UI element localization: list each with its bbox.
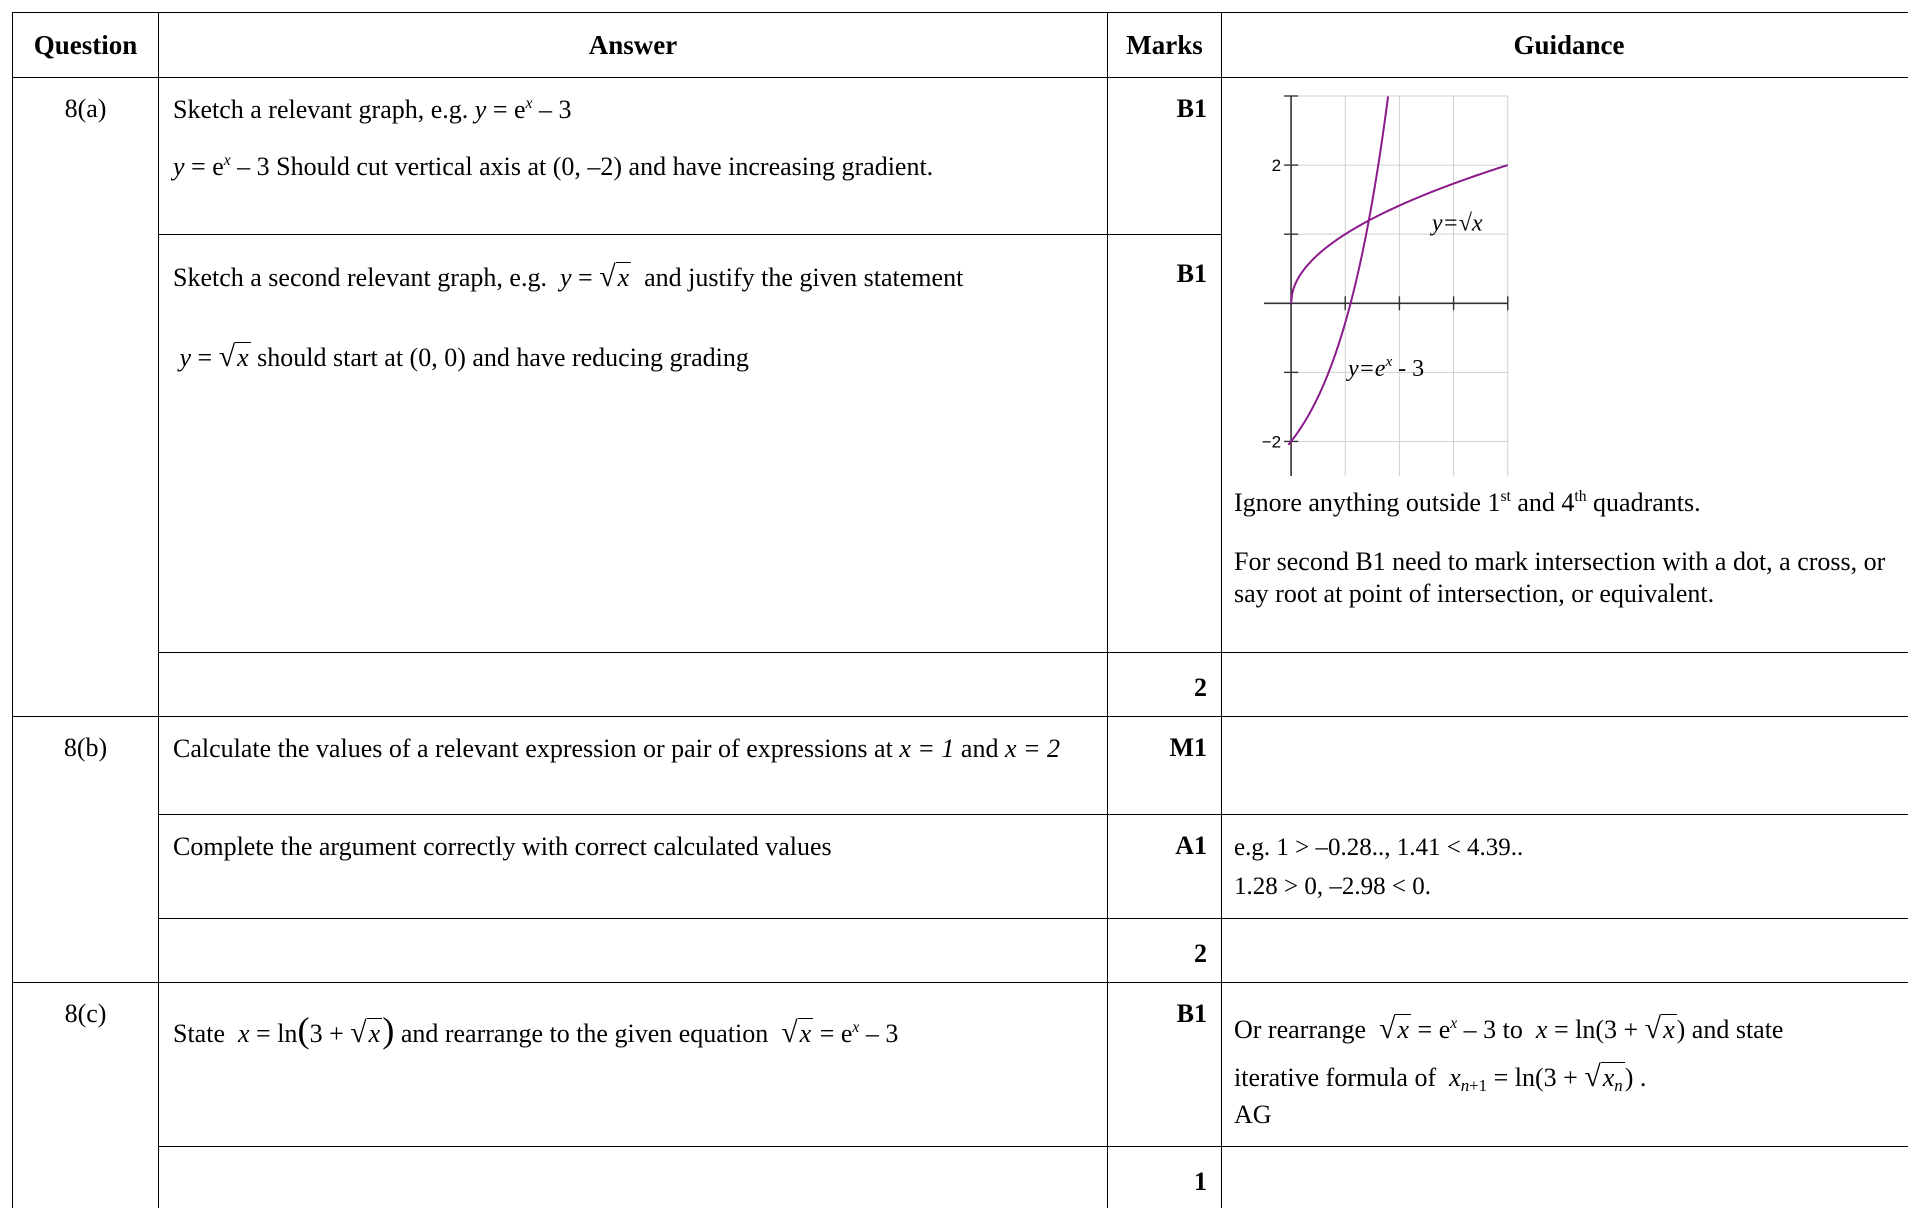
guidance-8a: 2 −2 y=√x y=ex - 3 Ignore anything outsi… xyxy=(1221,77,1908,653)
curve-label-exp: y=ex - 3 xyxy=(1346,354,1424,382)
question-cell-8c-total xyxy=(12,1146,159,1208)
row-8c-1: 8(c) State x = ln(3 + √x) and rearrange … xyxy=(12,982,1908,1147)
question-number-8a: 8(a) xyxy=(12,77,159,235)
question-number-8c: 8(c) xyxy=(12,982,159,1147)
sketch-graph-svg: 2 −2 y=√x y=ex - 3 xyxy=(1262,95,1509,476)
sketch-graph: 2 −2 y=√x y=ex - 3 xyxy=(1234,86,1554,481)
curve-sqrt-x xyxy=(1290,164,1509,304)
mark-8b-1: M1 xyxy=(1107,716,1222,815)
guidance-8b-line2: 1.28 > 0, –2.98 < 0. xyxy=(1234,872,1431,900)
mark-8c-1: B1 xyxy=(1107,982,1222,1147)
guidance-8a-total xyxy=(1221,652,1908,717)
question-cell-8a-cont xyxy=(12,234,159,653)
question-cell-8b-cont xyxy=(12,814,159,919)
row-8b-total: 2 xyxy=(12,918,1908,983)
guidance-8b-2: e.g. 1 > –0.28.., 1.41 < 4.39.. 1.28 > 0… xyxy=(1221,814,1908,919)
header-question: Question xyxy=(12,12,159,78)
mark-scheme-table: Question Answer Marks Guidance 8(a) Sket… xyxy=(12,12,1908,1208)
row-8a-total: 2 xyxy=(12,652,1908,717)
answer-8a-1-line2: Should cut vertical axis at (0, –2) and … xyxy=(276,152,934,182)
row-8b-1: 8(b) Calculate the values of a relevant … xyxy=(12,716,1908,815)
question-number-8b: 8(b) xyxy=(12,716,159,815)
mark-scheme-page: Question Answer Marks Guidance 8(a) Sket… xyxy=(12,12,1908,1208)
total-8a: 2 xyxy=(1107,652,1222,717)
answer-8a-2-line2: should start at (0, 0) and have reducing… xyxy=(257,342,749,372)
answer-8a-total xyxy=(158,652,1108,717)
row-8a-2: Sketch a second relevant graph, e.g. y =… xyxy=(12,234,1908,653)
guidance-8c-1: Or rearrange √x = ex – 3 to x = ln(3 + √… xyxy=(1221,982,1908,1147)
guidance-8b-total xyxy=(1221,918,1908,983)
answer-8a-2-line1-post: and justify the given statement xyxy=(644,263,964,292)
question-cell-8a-total xyxy=(12,652,159,717)
axes xyxy=(1264,95,1509,476)
guidance-8c-line1: Or rearrange √x = ex – 3 to x = ln(3 + √… xyxy=(1234,1012,1784,1045)
answer-8c-1: State x = ln(3 + √x) and rearrange to th… xyxy=(158,982,1108,1147)
answer-8a-2: Sketch a second relevant graph, e.g. y =… xyxy=(158,234,1108,653)
answer-8c-total xyxy=(158,1146,1108,1208)
question-cell-8b-total xyxy=(12,918,159,983)
answer-8a-1-line1: Sketch a relevant graph, e.g. xyxy=(173,95,469,124)
guidance-8c-total xyxy=(1221,1146,1908,1208)
row-8a-1: 8(a) Sketch a relevant graph, e.g. y = e… xyxy=(12,77,1908,653)
mark-8a-2: B1 xyxy=(1107,234,1222,653)
answer-8b-2: Complete the argument correctly with cor… xyxy=(158,814,1108,919)
mark-8b-2: A1 xyxy=(1107,814,1222,919)
row-8c-total: 1 xyxy=(12,1146,1908,1208)
row-8b-2: Complete the argument correctly with cor… xyxy=(12,814,1908,919)
answer-8a-1: Sketch a relevant graph, e.g. y = ex – 3… xyxy=(158,77,1108,235)
total-8b: 2 xyxy=(1107,918,1222,983)
answer-8b-1: Calculate the values of a relevant expre… xyxy=(158,716,1108,815)
mark-8a-1: B1 xyxy=(1107,77,1222,235)
header-marks: Marks xyxy=(1107,12,1222,78)
guidance-8b-1 xyxy=(1221,716,1908,815)
y-tick-label-minus-2: −2 xyxy=(1262,432,1281,451)
guidance-8c-ag: AG xyxy=(1234,1099,1272,1129)
header-row: Question Answer Marks Guidance xyxy=(12,12,1908,78)
guidance-8c-line2: iterative formula of xn+1 = ln(3 + √xn) … xyxy=(1234,1059,1647,1095)
answer-8b-total xyxy=(158,918,1108,983)
guidance-8b-line1: e.g. 1 > –0.28.., 1.41 < 4.39.. xyxy=(1234,834,1524,861)
total-8c: 1 xyxy=(1107,1146,1222,1208)
answer-8a-2-line1-pre: Sketch a second relevant graph, e.g. xyxy=(173,263,547,292)
header-guidance: Guidance xyxy=(1221,12,1908,78)
curve-exp-x-minus-3 xyxy=(1287,96,1390,446)
grid xyxy=(1290,95,1509,476)
header-answer: Answer xyxy=(158,12,1108,78)
curves xyxy=(1287,96,1509,446)
guidance-8a-intersection: For second B1 need to mark intersection … xyxy=(1234,546,1886,609)
guidance-8a-quadrants: Ignore anything outside 1st and 4th quad… xyxy=(1234,487,1701,517)
y-tick-label-2: 2 xyxy=(1272,156,1281,175)
curve-label-sqrt: y=√x xyxy=(1430,211,1483,237)
